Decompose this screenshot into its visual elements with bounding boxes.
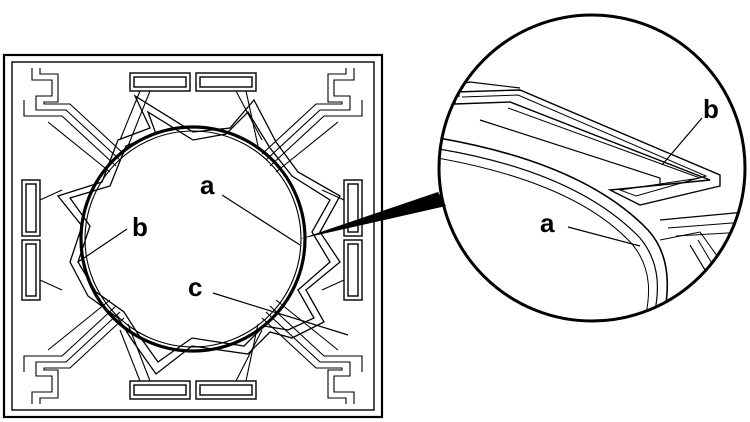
pad-right-top bbox=[343, 179, 363, 237]
leader-a-main bbox=[221, 194, 301, 246]
folded-ring-inner bbox=[68, 110, 331, 363]
leader-b-main bbox=[77, 228, 128, 263]
bond-pads bbox=[21, 72, 363, 400]
zoom-inset-border bbox=[437, 13, 747, 323]
pad-right-bottom bbox=[343, 239, 363, 301]
label-b-main: b bbox=[132, 212, 148, 242]
membrane-inner bbox=[84, 130, 302, 348]
trace-top-left bbox=[31, 68, 121, 161]
chip-outer-border bbox=[2, 53, 384, 419]
label-a-main: a bbox=[200, 170, 215, 200]
leader-c-main bbox=[212, 292, 349, 336]
label-b-zoom: b bbox=[703, 94, 719, 124]
leader-a-zoom bbox=[567, 226, 641, 247]
membrane-outer bbox=[79, 125, 307, 353]
pad-left-top bbox=[21, 179, 41, 237]
lead-traces bbox=[23, 68, 363, 404]
membrane bbox=[79, 125, 307, 353]
leader-b-zoom bbox=[661, 117, 703, 166]
label-c-main: c bbox=[188, 272, 202, 302]
pad-top-right bbox=[195, 72, 257, 92]
zoom-folded-beam bbox=[454, 89, 721, 206]
trace-top-right bbox=[265, 68, 355, 161]
leader-lines bbox=[77, 117, 703, 336]
zoom-callout-wedge bbox=[300, 192, 446, 239]
pad-left-bottom bbox=[21, 239, 41, 301]
label-a-zoom: a bbox=[540, 208, 555, 238]
chip-frame bbox=[2, 53, 384, 419]
pad-top-left bbox=[129, 72, 191, 92]
chip-inner-border bbox=[11, 61, 375, 411]
pad-bottom-right bbox=[195, 380, 257, 400]
zoom-membrane-edge bbox=[439, 134, 669, 321]
trace-bottom-left bbox=[31, 311, 121, 404]
zoom-inset bbox=[437, 13, 747, 323]
pad-bottom-left bbox=[129, 380, 191, 400]
trace-bottom-right bbox=[265, 311, 355, 404]
